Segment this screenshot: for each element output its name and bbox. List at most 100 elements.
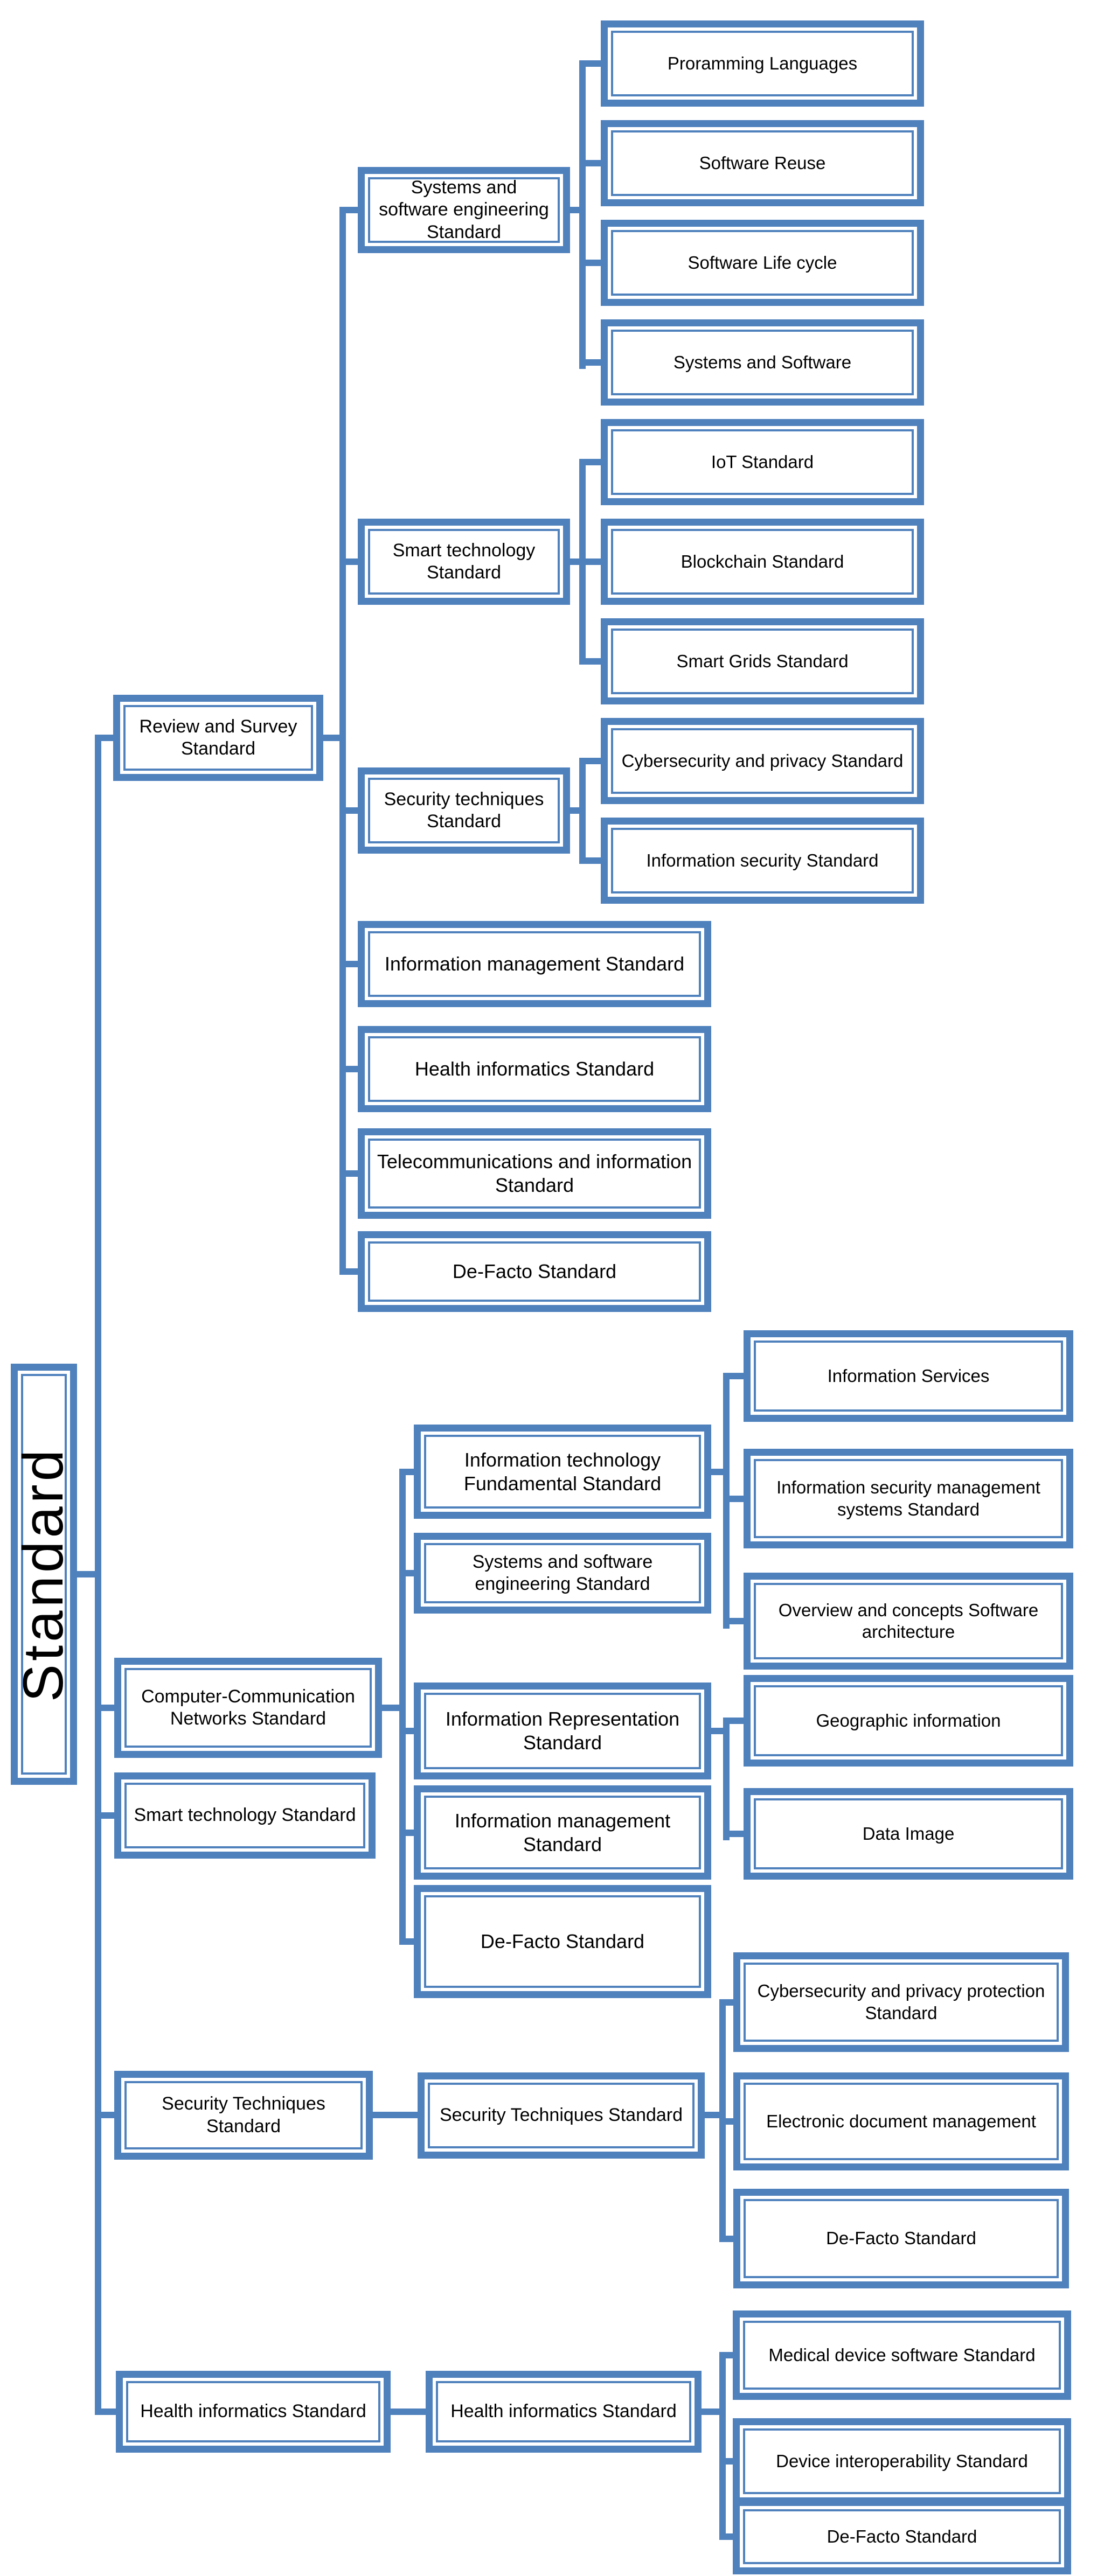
connector-line	[586, 559, 601, 565]
connector-line	[77, 1571, 95, 1577]
node-review-l1: Review and Survey Standard	[113, 695, 323, 781]
node-label: Device interoperability Standard	[776, 2451, 1028, 2471]
node-label: Security Techniques Standard	[162, 2093, 325, 2137]
root-node-label: Standard	[12, 1446, 75, 1702]
root-node-standard: Standard	[11, 1364, 77, 1785]
connector-line	[726, 2458, 733, 2465]
connector-line	[399, 1469, 406, 1945]
node-infosec: Information security Standard	[601, 818, 924, 904]
node-sse-l2b: Systems and software engineering Standar…	[414, 1533, 711, 1614]
node-overview-arch: Overview and concepts Software architect…	[744, 1573, 1073, 1670]
node-device-interop: Device interoperability Standard	[733, 2418, 1071, 2504]
node-label: Health informatics Standard	[450, 2401, 677, 2422]
node-label: Data Image	[862, 1823, 955, 1844]
node-label: Computer-Communication Networks Standard	[141, 1686, 355, 1729]
node-info-services: Information Services	[744, 1330, 1073, 1422]
node-label: De-Facto Standard	[480, 1930, 645, 1953]
node-security-l1: Security Techniques Standard	[114, 2071, 373, 2160]
connector-line	[726, 2236, 733, 2242]
connector-line	[346, 1170, 358, 1177]
connector-line	[406, 1830, 414, 1836]
node-medical-sw: Medical device software Standard	[733, 2310, 1071, 2400]
node-label: Information management Standard	[454, 1809, 671, 1855]
connector-line	[406, 1938, 414, 1945]
connector-line	[579, 758, 586, 864]
node-label: Software Life cycle	[688, 252, 837, 273]
connector-line	[586, 160, 601, 166]
node-defacto-health: De-Facto Standard	[733, 2499, 1071, 2574]
connector-line	[570, 559, 579, 565]
connector-line	[346, 1268, 358, 1275]
node-label: Systems and software engineering Standar…	[379, 177, 549, 242]
connector-line	[719, 2352, 726, 2540]
connector-line	[586, 459, 601, 465]
node-label: De-Facto Standard	[826, 2228, 976, 2249]
connector-line	[570, 807, 579, 814]
node-itf-l2: Information technology Fundamental Stand…	[414, 1425, 711, 1519]
node-health-l2b: Health informatics Standard	[426, 2371, 702, 2453]
node-smart-grids: Smart Grids Standard	[601, 618, 924, 704]
connector-line	[346, 559, 358, 565]
connector-line	[586, 758, 601, 764]
node-ismss: Information security management systems …	[744, 1449, 1073, 1548]
node-geo-info: Geographic information	[744, 1675, 1073, 1767]
node-label: De-Facto Standard	[827, 2526, 977, 2546]
connector-line	[323, 735, 339, 741]
node-ccn-l1: Computer-Communication Networks Standard	[114, 1658, 382, 1758]
connector-line	[101, 735, 113, 741]
node-sw-reuse: Software Reuse	[601, 120, 924, 206]
connector-line	[346, 1066, 358, 1072]
node-defacto-l2b: De-Facto Standard	[414, 1885, 711, 1998]
connector-line	[101, 2112, 114, 2118]
node-data-image: Data Image	[744, 1788, 1073, 1880]
node-label: Information security management systems …	[776, 1477, 1040, 1519]
connector-line	[711, 1469, 723, 1475]
node-health-l2a: Health informatics Standard	[358, 1026, 711, 1112]
node-label: Information technology Fundamental Stand…	[463, 1448, 662, 1495]
node-infomgmt-l2: Information management Standard	[358, 921, 711, 1007]
node-edm: Electronic document management	[733, 2072, 1069, 2170]
connector-line	[406, 1728, 414, 1734]
node-label: Smart technology Standard	[392, 540, 536, 583]
node-security-l2: Security Techniques Standard	[418, 2072, 705, 2159]
node-label: Electronic document management	[766, 2111, 1036, 2131]
node-label: Health informatics Standard	[414, 1058, 655, 1080]
node-label: Security techniques Standard	[384, 788, 544, 832]
node-label: Information Services	[827, 1365, 990, 1386]
connector-line	[719, 1999, 726, 2242]
node-label: Information Representation Standard	[445, 1708, 680, 1754]
node-label: Health informatics Standard	[140, 2401, 366, 2422]
node-label: Geographic information	[816, 1710, 1001, 1730]
connector-line	[586, 658, 601, 665]
node-label: Medical device software Standard	[768, 2344, 1036, 2365]
connector-line	[711, 1728, 723, 1734]
connector-line	[382, 1705, 399, 1711]
node-telecom-l2: Telecommunications and information Stand…	[358, 1128, 711, 1219]
connector-line	[702, 2409, 719, 2415]
connector-line	[101, 2409, 116, 2415]
node-sw-lifecycle: Software Life cycle	[601, 220, 924, 306]
connector-line	[373, 2112, 418, 2118]
node-sys-and-sw: Systems and Software	[601, 319, 924, 406]
connector-line	[346, 207, 358, 213]
connector-line	[726, 2533, 733, 2540]
node-label: Systems and software engineering Standar…	[472, 1551, 653, 1594]
connector-line	[391, 2409, 426, 2415]
connector-line	[723, 1373, 730, 1629]
node-health-l1: Health informatics Standard	[116, 2371, 391, 2453]
connector-line	[730, 1496, 744, 1502]
node-label: Information security Standard	[646, 850, 879, 870]
connector-line	[406, 1570, 414, 1576]
connector-line	[579, 60, 586, 369]
node-label: Smart technology Standard	[134, 1805, 356, 1826]
node-label: Review and Survey Standard	[139, 716, 297, 759]
connector-line	[726, 2118, 733, 2125]
node-label: Proramming Languages	[667, 53, 858, 73]
node-blockchain: Blockchain Standard	[601, 519, 924, 605]
connector-line	[586, 260, 601, 266]
connector-line	[726, 2352, 733, 2358]
connector-line	[101, 1705, 114, 1711]
connector-line	[95, 735, 101, 2415]
node-defacto-l2a: De-Facto Standard	[358, 1231, 711, 1312]
connector-line	[346, 961, 358, 967]
